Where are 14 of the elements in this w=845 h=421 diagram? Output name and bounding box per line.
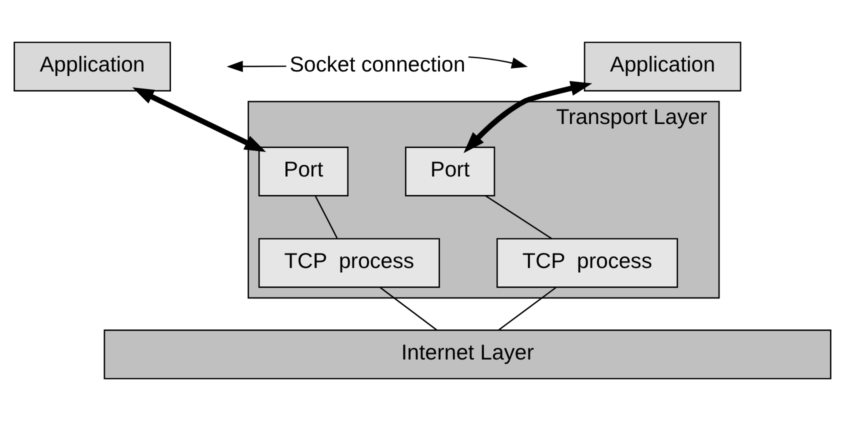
node-box: Port xyxy=(258,146,349,196)
node-box: TCP process xyxy=(496,238,678,288)
arrow xyxy=(132,87,266,152)
node-box: Application xyxy=(584,42,742,92)
arrow xyxy=(226,60,286,72)
node-box: Port xyxy=(405,146,496,196)
node-box: Application xyxy=(14,42,171,92)
node-box: TCP process xyxy=(258,238,440,288)
node-text: Socket connection xyxy=(290,52,466,77)
node-box: Internet Layer xyxy=(104,330,832,380)
arrow xyxy=(464,80,592,154)
connector xyxy=(314,196,338,238)
arrow xyxy=(468,56,528,68)
connector xyxy=(485,195,552,240)
